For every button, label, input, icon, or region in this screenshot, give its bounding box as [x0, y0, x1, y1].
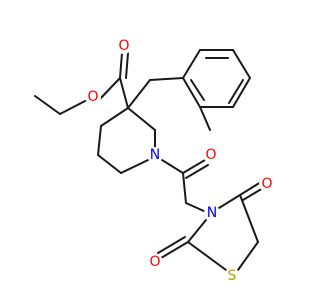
tzd-c2-o-double-bond-b [157, 236, 186, 254]
piperidine-c6-c5-bond [97, 154, 122, 174]
tzd-c5-s-bond [237, 241, 259, 271]
ethyl-ch2-o-bond [59, 99, 88, 115]
ester-carbonyl-double-bond-b [125, 52, 129, 79]
tzd-c2-n-bond [187, 219, 207, 243]
tzd-s-c2-bond [187, 241, 227, 271]
atom-label-layer: O O N O N O O S [85, 38, 275, 284]
acyl-carbonyl-double-bond-b [185, 164, 209, 179]
aryl-inner-double-2 [228, 79, 244, 104]
ch2-tzd-n-bond [185, 202, 207, 213]
ethyl-ch3-bond [34, 95, 61, 115]
piperidine-c4-c3-bond [100, 107, 129, 127]
aryl-ring-bond-6 [182, 77, 201, 108]
aryl-inner-double-3 [190, 79, 205, 101]
piperidine-n-c6-bond [120, 159, 149, 174]
thiazolidinedione-oxygen-bottom-label: O [149, 254, 160, 270]
thiazolidinedione-oxygen-top: O [259, 176, 275, 192]
benzyl-aryl-bond [149, 77, 184, 81]
acyl-ch2-bond [182, 172, 187, 204]
ester-oxygen-single: O [85, 89, 101, 105]
tzd-c4-o-double-bond-b [242, 187, 264, 201]
acyl-carbonyl-double-bond-a [182, 159, 206, 174]
ester-oxygen-single-label: O [87, 89, 98, 105]
tzd-c4-c5-bond [239, 194, 259, 243]
tzd-c2-o-double-bond-a [160, 241, 189, 259]
piperidine-nitrogen: N [147, 147, 163, 163]
ester-oxygen-double: O [116, 38, 132, 54]
amide-oxygen-label: O [205, 147, 216, 163]
aryl-ring-bond-3 [232, 49, 251, 79]
ester-carbonyl-double-bond-a [119, 52, 123, 79]
thiazolidinedione-nitrogen: N [204, 205, 220, 221]
benzyl-ch2-bond [127, 79, 151, 109]
carbonyl-quaternary-bond [119, 77, 129, 109]
molecule-structure-diagram: O O N O N O O S [34, 38, 275, 284]
aryl-ring-bond-4 [232, 77, 251, 108]
amide-oxygen: O [203, 147, 219, 163]
thiazolidinedione-nitrogen-label: N [207, 205, 217, 221]
thiazolidinedione-sulfur-label: S [228, 268, 237, 284]
piperidine-nitrogen-label: N [150, 147, 160, 163]
ester-o-carbonyl-bond [98, 77, 121, 101]
piperidine-c3-c2-bond [127, 107, 156, 131]
thiazolidinedione-oxygen-bottom: O [147, 254, 163, 270]
n-acyl-bond [161, 159, 184, 174]
tzd-c4-o-double-bond-a [239, 181, 262, 196]
tzd-n-c4-bond [218, 194, 241, 209]
ester-carbonyl-oxygen-label: O [118, 38, 129, 54]
thiazolidinedione-oxygen-top-label: O [261, 176, 272, 192]
aryl-ring-bond-1 [182, 49, 201, 79]
piperidine-c5-c4-bond [97, 125, 102, 156]
thiazolidinedione-sulfur: S [224, 268, 240, 284]
aryl-methyl-bond [199, 106, 211, 131]
bond-layer [34, 49, 264, 271]
